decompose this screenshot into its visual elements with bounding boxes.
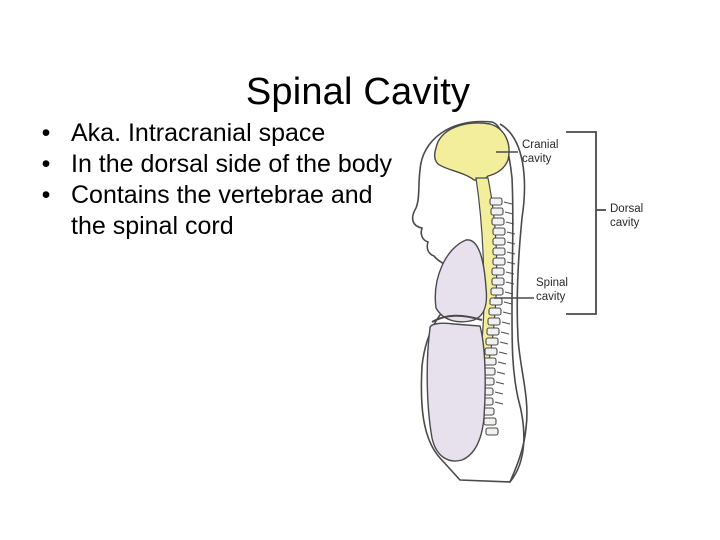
label-dorsal-line2: cavity [610, 217, 640, 229]
dorsal-cavity-diagram: Cranial cavity Dorsal cavity Spinal cavi… [400, 108, 680, 488]
vertebral-column [480, 197, 506, 436]
spinous-processes [494, 201, 516, 405]
slide-title: Spinal Cavity [245, 71, 471, 114]
bullet-dot: • [41, 119, 51, 147]
cranial-cavity [433, 122, 510, 181]
bullet-item: • Contains the vertebrae and the spinal … [36, 180, 396, 242]
bullet-text: Contains the vertebrae and the spinal co… [71, 181, 373, 240]
label-dorsal-line1: Dorsal [610, 203, 643, 215]
bullet-item: • In the dorsal side of the body [36, 149, 396, 180]
label-cranial-line1: Cranial [522, 139, 558, 151]
bullet-dot: • [41, 181, 51, 209]
leader-lines [494, 151, 534, 299]
label-cranial-line2: cavity [522, 153, 552, 165]
bullet-dot: • [41, 150, 51, 178]
body-section-illustration: Cranial cavity Dorsal cavity Spinal cavi… [411, 120, 643, 483]
abdominopelvic-cavity [426, 322, 486, 462]
bullet-item: • Aka. Intracranial space [36, 118, 396, 149]
back-contour [499, 123, 528, 483]
label-spinal-line1: Spinal [536, 277, 568, 289]
dorsal-bracket [566, 131, 606, 315]
bullet-text: In the dorsal side of the body [71, 150, 393, 178]
bullet-text: Aka. Intracranial space [71, 119, 326, 147]
bullet-list: • Aka. Intracranial space • In the dorsa… [36, 118, 396, 242]
thoracic-cavity [434, 239, 488, 323]
label-spinal-line2: cavity [536, 291, 566, 303]
diaphragm [431, 314, 483, 323]
